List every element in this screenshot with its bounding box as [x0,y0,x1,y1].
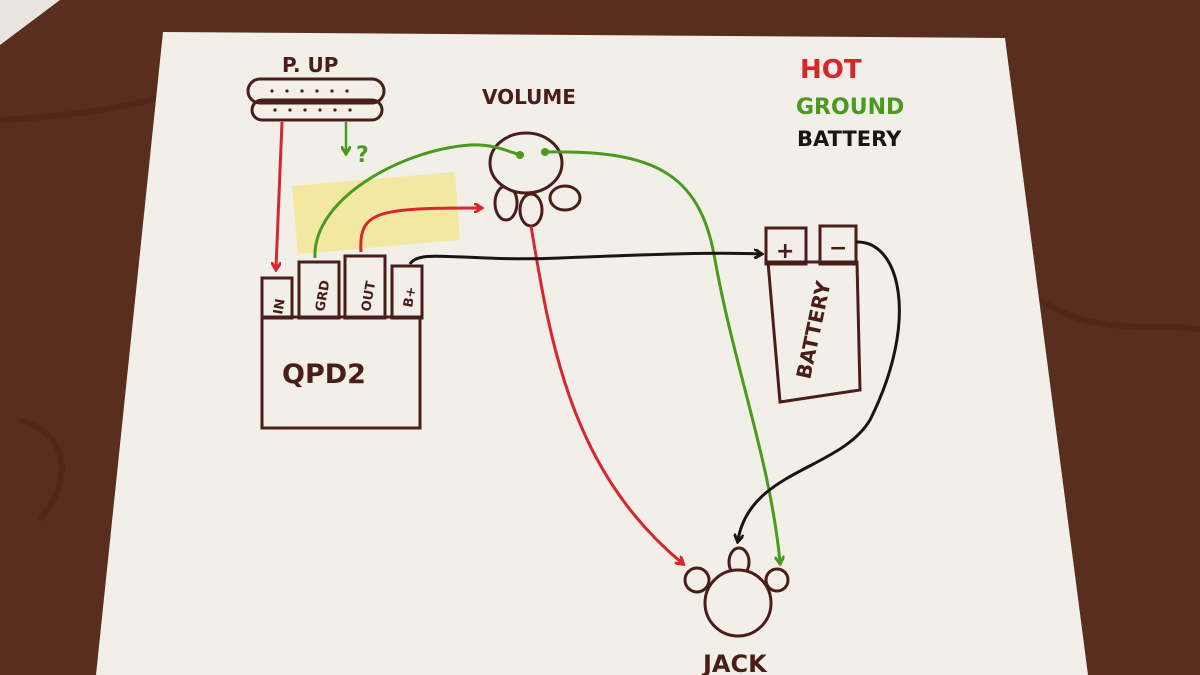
battery [764,224,862,404]
terminal-bplus-label: B+ [401,286,419,309]
jack-left-lug [683,566,711,594]
sticky-note [292,172,460,254]
qpd2-module [260,254,424,430]
jack-right-lug [764,567,790,593]
legend-hot: HOT [800,55,862,85]
legend-battery: BATTERY [797,127,902,151]
qpd2-label: QPD2 [282,359,366,390]
legend-ground: GROUND [796,95,904,120]
battery-plus-label: + [776,239,794,264]
terminal-in-label: IN [271,298,289,316]
ground-wire-volume-to-jack [544,150,780,562]
volume-pot-body [488,131,564,195]
pickup-bottom-coil [250,98,384,122]
hot-wire-pickup-to-in [276,121,284,268]
jack [683,546,790,638]
volume-pot-lug-2 [518,192,544,228]
pickup-top-coil [246,77,386,105]
volume-ground-dot-1 [516,151,524,159]
terminal-out-label: OUT [359,280,379,313]
jack-label: JACK [701,650,768,675]
pickup-pole-dots [270,89,352,112]
hot-wire-volume-to-jack [529,225,682,563]
pickup-ground-question: ? [356,143,369,168]
battery-wire-bplus-to-plus [408,253,760,265]
paper-scrap [0,0,60,45]
terminal-grd [297,260,341,320]
pickup [246,77,386,122]
battery-minus-label: − [829,236,847,261]
terminal-out [343,254,387,320]
battery-plus-terminal [764,226,808,266]
volume-ground-dot-2 [541,148,549,156]
terminal-in [260,276,294,320]
battery-wire-minus-to-jack [738,240,901,540]
volume-pot-lug-3 [548,184,582,212]
battery-minus-terminal [818,224,858,266]
terminal-grd-label: GRD [313,279,333,313]
pickup-label: P. UP [282,53,338,77]
battery-body [766,260,862,404]
terminal-bplus [390,264,424,320]
hot-wire-out-to-volume [359,208,480,253]
qpd2-body [260,315,422,430]
volume-label: VOLUME [482,85,576,109]
jack-body [703,568,773,638]
ground-wire-grd-to-volume [313,143,521,259]
legend: HOT GROUND BATTERY [796,55,904,151]
paper-sheet [96,32,1088,675]
volume-pot [488,131,582,228]
